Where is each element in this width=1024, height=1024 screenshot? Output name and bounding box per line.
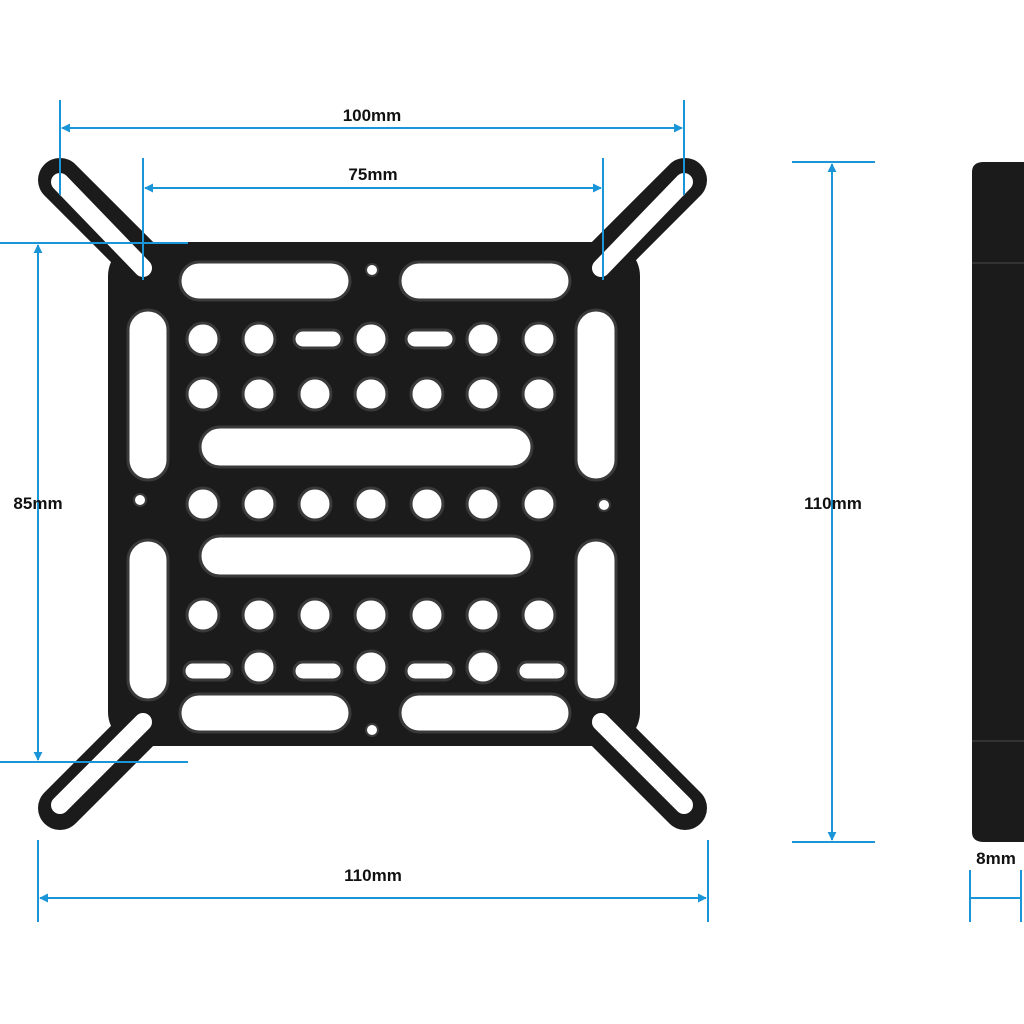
round-hole — [465, 597, 501, 633]
side-height-label: 110mm — [804, 494, 862, 513]
round-hole — [297, 597, 333, 633]
round-hole — [409, 597, 445, 633]
round-hole — [185, 321, 221, 357]
round-hole — [185, 376, 221, 412]
round-hole — [353, 597, 389, 633]
dimension-lines — [0, 100, 1022, 922]
round-hole — [521, 376, 557, 412]
round-hole — [353, 376, 389, 412]
round-hole — [409, 486, 445, 522]
round-hole — [185, 597, 221, 633]
mounting-plate-side-view — [972, 162, 1024, 842]
round-hole — [521, 597, 557, 633]
round-hole — [521, 486, 557, 522]
round-hole — [241, 321, 277, 357]
round-hole — [465, 376, 501, 412]
round-hole — [185, 486, 221, 522]
small-mounting-holes — [133, 263, 611, 737]
left-height-label: 85mm — [13, 494, 62, 513]
bottom-width-label: 110mm — [344, 866, 402, 885]
round-hole — [297, 486, 333, 522]
round-hole — [241, 649, 277, 685]
top-outer-label: 100mm — [343, 106, 402, 125]
round-hole — [521, 321, 557, 357]
side-thickness-label: 8mm — [976, 849, 1016, 868]
round-hole — [353, 321, 389, 357]
round-hole — [353, 649, 389, 685]
round-hole — [465, 649, 501, 685]
round-hole — [465, 321, 501, 357]
mounting-plate-front-view — [38, 158, 707, 830]
round-hole — [353, 486, 389, 522]
round-hole — [297, 376, 333, 412]
plate-holes — [185, 321, 557, 685]
round-hole — [241, 376, 277, 412]
plate-slots — [126, 260, 618, 734]
round-hole — [465, 486, 501, 522]
round-hole — [241, 597, 277, 633]
round-hole — [241, 486, 277, 522]
top-inner-label: 75mm — [348, 165, 397, 184]
arm-slots — [51, 173, 693, 814]
round-hole — [409, 376, 445, 412]
